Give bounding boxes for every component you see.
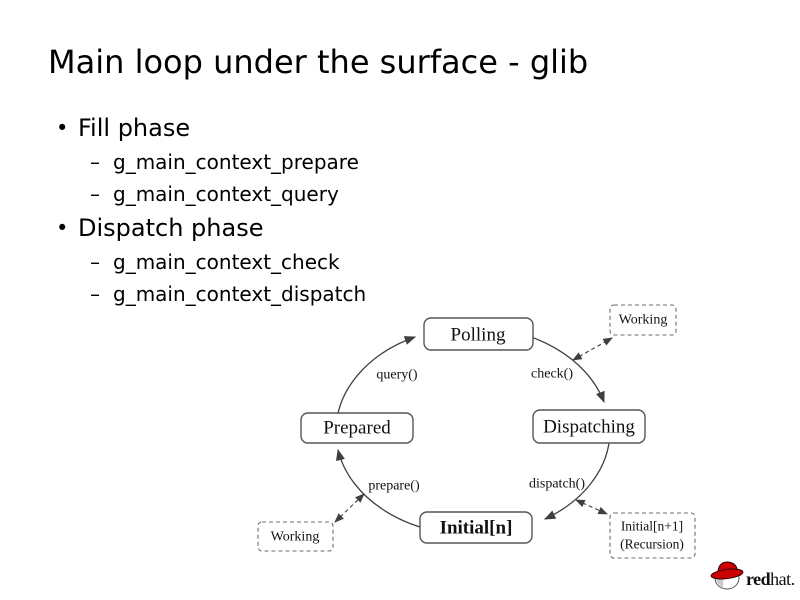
bullet-icon: • — [56, 116, 69, 140]
node-initial-label: Initial[n] — [440, 518, 513, 539]
node-dispatching: Dispatching — [532, 409, 646, 444]
bullet-icon: • — [56, 216, 69, 240]
edge-label-query: query() — [376, 368, 418, 383]
node-working-bottom: Working — [257, 521, 334, 552]
bullet-label: Dispatch phase — [78, 214, 264, 242]
dash-icon: – — [90, 150, 100, 174]
dashed-arrow-working-top — [572, 337, 613, 361]
sub-bullet-item: – g_main_context_prepare — [90, 146, 366, 178]
node-prepared: Prepared — [300, 412, 414, 444]
edge-label-check: check() — [531, 367, 573, 382]
node-working-bottom-label: Working — [271, 530, 320, 545]
bullet-label: Fill phase — [78, 114, 191, 142]
sub-bullet-item: – g_main_context_query — [90, 178, 366, 210]
node-dispatching-label: Dispatching — [543, 417, 635, 438]
main-loop-diagram: query() check() dispatch() prepare() Pol… — [257, 304, 696, 559]
dashed-arrow-recursion — [575, 499, 608, 515]
bullet-list: • Fill phase – g_main_context_prepare – … — [48, 110, 366, 310]
node-prepared-label: Prepared — [323, 418, 391, 439]
node-polling-label: Polling — [451, 325, 506, 346]
sub-bullet-label: g_main_context_check — [113, 250, 340, 274]
sub-bullet-label: g_main_context_dispatch — [113, 282, 367, 306]
dashed-arrow-working-bottom — [334, 493, 365, 523]
dash-icon: – — [90, 250, 100, 274]
sub-bullet-item: – g_main_context_check — [90, 246, 366, 278]
edge-label-dispatch: dispatch() — [529, 477, 585, 492]
node-working-top-label: Working — [619, 313, 668, 328]
redhat-wordmark-red: red — [746, 569, 771, 589]
redhat-wordmark: redhat. — [746, 569, 795, 589]
bullet-item: • Dispatch phase — [48, 210, 366, 246]
dash-icon: – — [90, 282, 100, 306]
redhat-shadowman-icon — [710, 561, 744, 590]
slide-title: Main loop under the surface - glib — [48, 43, 589, 81]
sub-bullet-label: g_main_context_query — [113, 182, 339, 206]
sub-bullet-item: – g_main_context_dispatch — [90, 278, 366, 310]
bullet-item: • Fill phase — [48, 110, 366, 146]
arc-dispatching-to-initial — [543, 430, 611, 520]
sub-bullet-label: g_main_context_prepare — [113, 150, 359, 174]
node-recursion: Initial[n+1] (Recursion) — [609, 512, 696, 559]
redhat-logo: redhat. — [710, 561, 795, 590]
dash-icon: – — [90, 182, 100, 206]
node-recursion-label-line1: Initial[n+1] — [621, 519, 683, 534]
node-working-top: Working — [609, 304, 677, 336]
node-initial: Initial[n] — [419, 511, 533, 544]
redhat-wordmark-hat: hat — [770, 569, 791, 589]
edge-label-prepare: prepare() — [368, 479, 420, 494]
node-polling: Polling — [423, 317, 534, 351]
redhat-wordmark-period: . — [791, 569, 795, 589]
node-recursion-label-line2: (Recursion) — [620, 537, 684, 552]
